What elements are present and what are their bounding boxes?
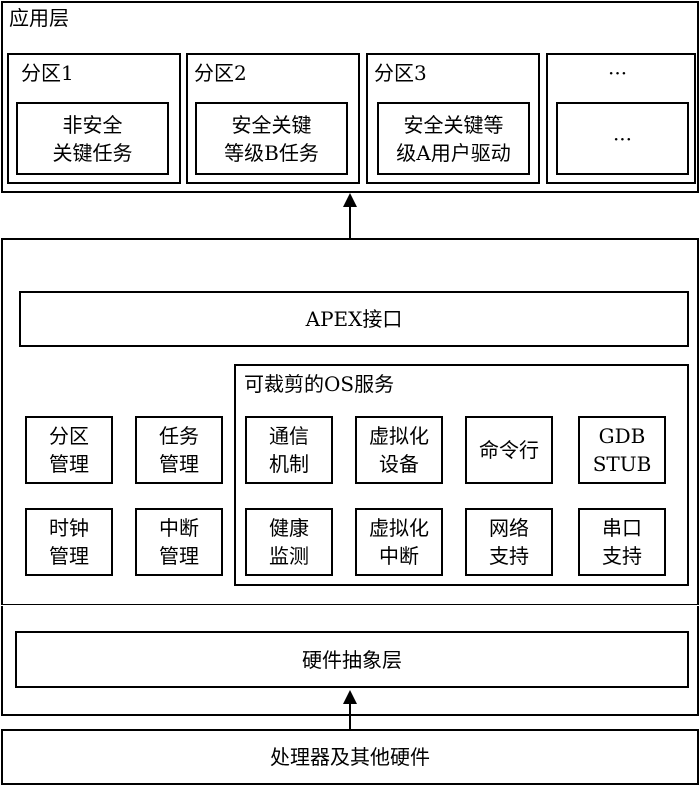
- arrow-shaft-lower: [349, 702, 351, 730]
- service-serial: 串口 支持: [578, 508, 666, 576]
- service-command-line: 命令行: [465, 416, 553, 484]
- service-communication: 通信 机制: [245, 416, 333, 484]
- partition-2-label: 分区2: [194, 61, 247, 85]
- arrow-head-lower-icon: [343, 690, 357, 704]
- partition-2-task: 安全关键 等级B任务: [195, 102, 348, 175]
- service-network: 网络 支持: [465, 508, 553, 576]
- service-gdb-stub: GDB STUB: [578, 416, 666, 484]
- partition-more-label: ···: [608, 61, 628, 85]
- arrow-head-icon: [343, 193, 357, 207]
- os-services-title: 可裁剪的OS服务: [244, 372, 395, 396]
- application-layer-title: 应用层: [9, 6, 69, 30]
- service-virtual-interrupt: 虚拟化 中断: [355, 508, 443, 576]
- partition-3-task: 安全关键等 级A用户驱动: [377, 102, 530, 175]
- hardware-abstraction-layer: 硬件抽象层: [15, 631, 689, 688]
- apex-interface: APEX接口: [19, 291, 689, 347]
- partition-1-label: 分区1: [21, 61, 74, 85]
- service-health-monitor: 健康 监测: [245, 508, 333, 576]
- hardware: 处理器及其他硬件: [1, 729, 699, 785]
- clock-management: 时钟 管理: [25, 508, 113, 576]
- task-management: 任务 管理: [135, 416, 223, 484]
- os-layer-divider: [1, 604, 699, 606]
- service-virtual-device: 虚拟化 设备: [355, 416, 443, 484]
- partition-more-task: ···: [556, 102, 689, 175]
- interrupt-management: 中断 管理: [135, 508, 223, 576]
- partition-3-label: 分区3: [374, 61, 427, 85]
- partition-1-task: 非安全 关键任务: [16, 102, 169, 175]
- partition-management: 分区 管理: [25, 416, 113, 484]
